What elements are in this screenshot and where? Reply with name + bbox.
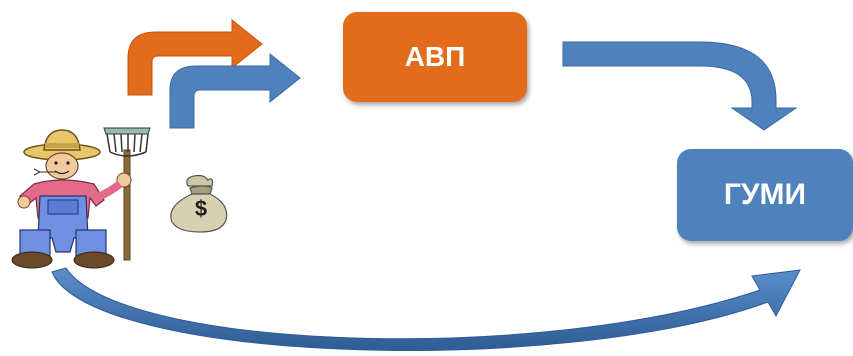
avp-node: АВП [343, 12, 527, 102]
avp-to-gumi-arrow [562, 41, 798, 131]
blue-elbow-arrow [169, 52, 301, 129]
orange-elbow-arrow [127, 18, 263, 96]
gumi-label: ГУМИ [723, 178, 807, 211]
gumi-node: ГУМИ [677, 149, 853, 241]
money-bag-icon [170, 174, 228, 233]
farmer-to-gumi-curved-arrow [51, 267, 801, 351]
avp-label: АВП [404, 41, 466, 72]
money-bag-symbol: $ [194, 196, 208, 221]
farmer-icon [11, 127, 151, 269]
